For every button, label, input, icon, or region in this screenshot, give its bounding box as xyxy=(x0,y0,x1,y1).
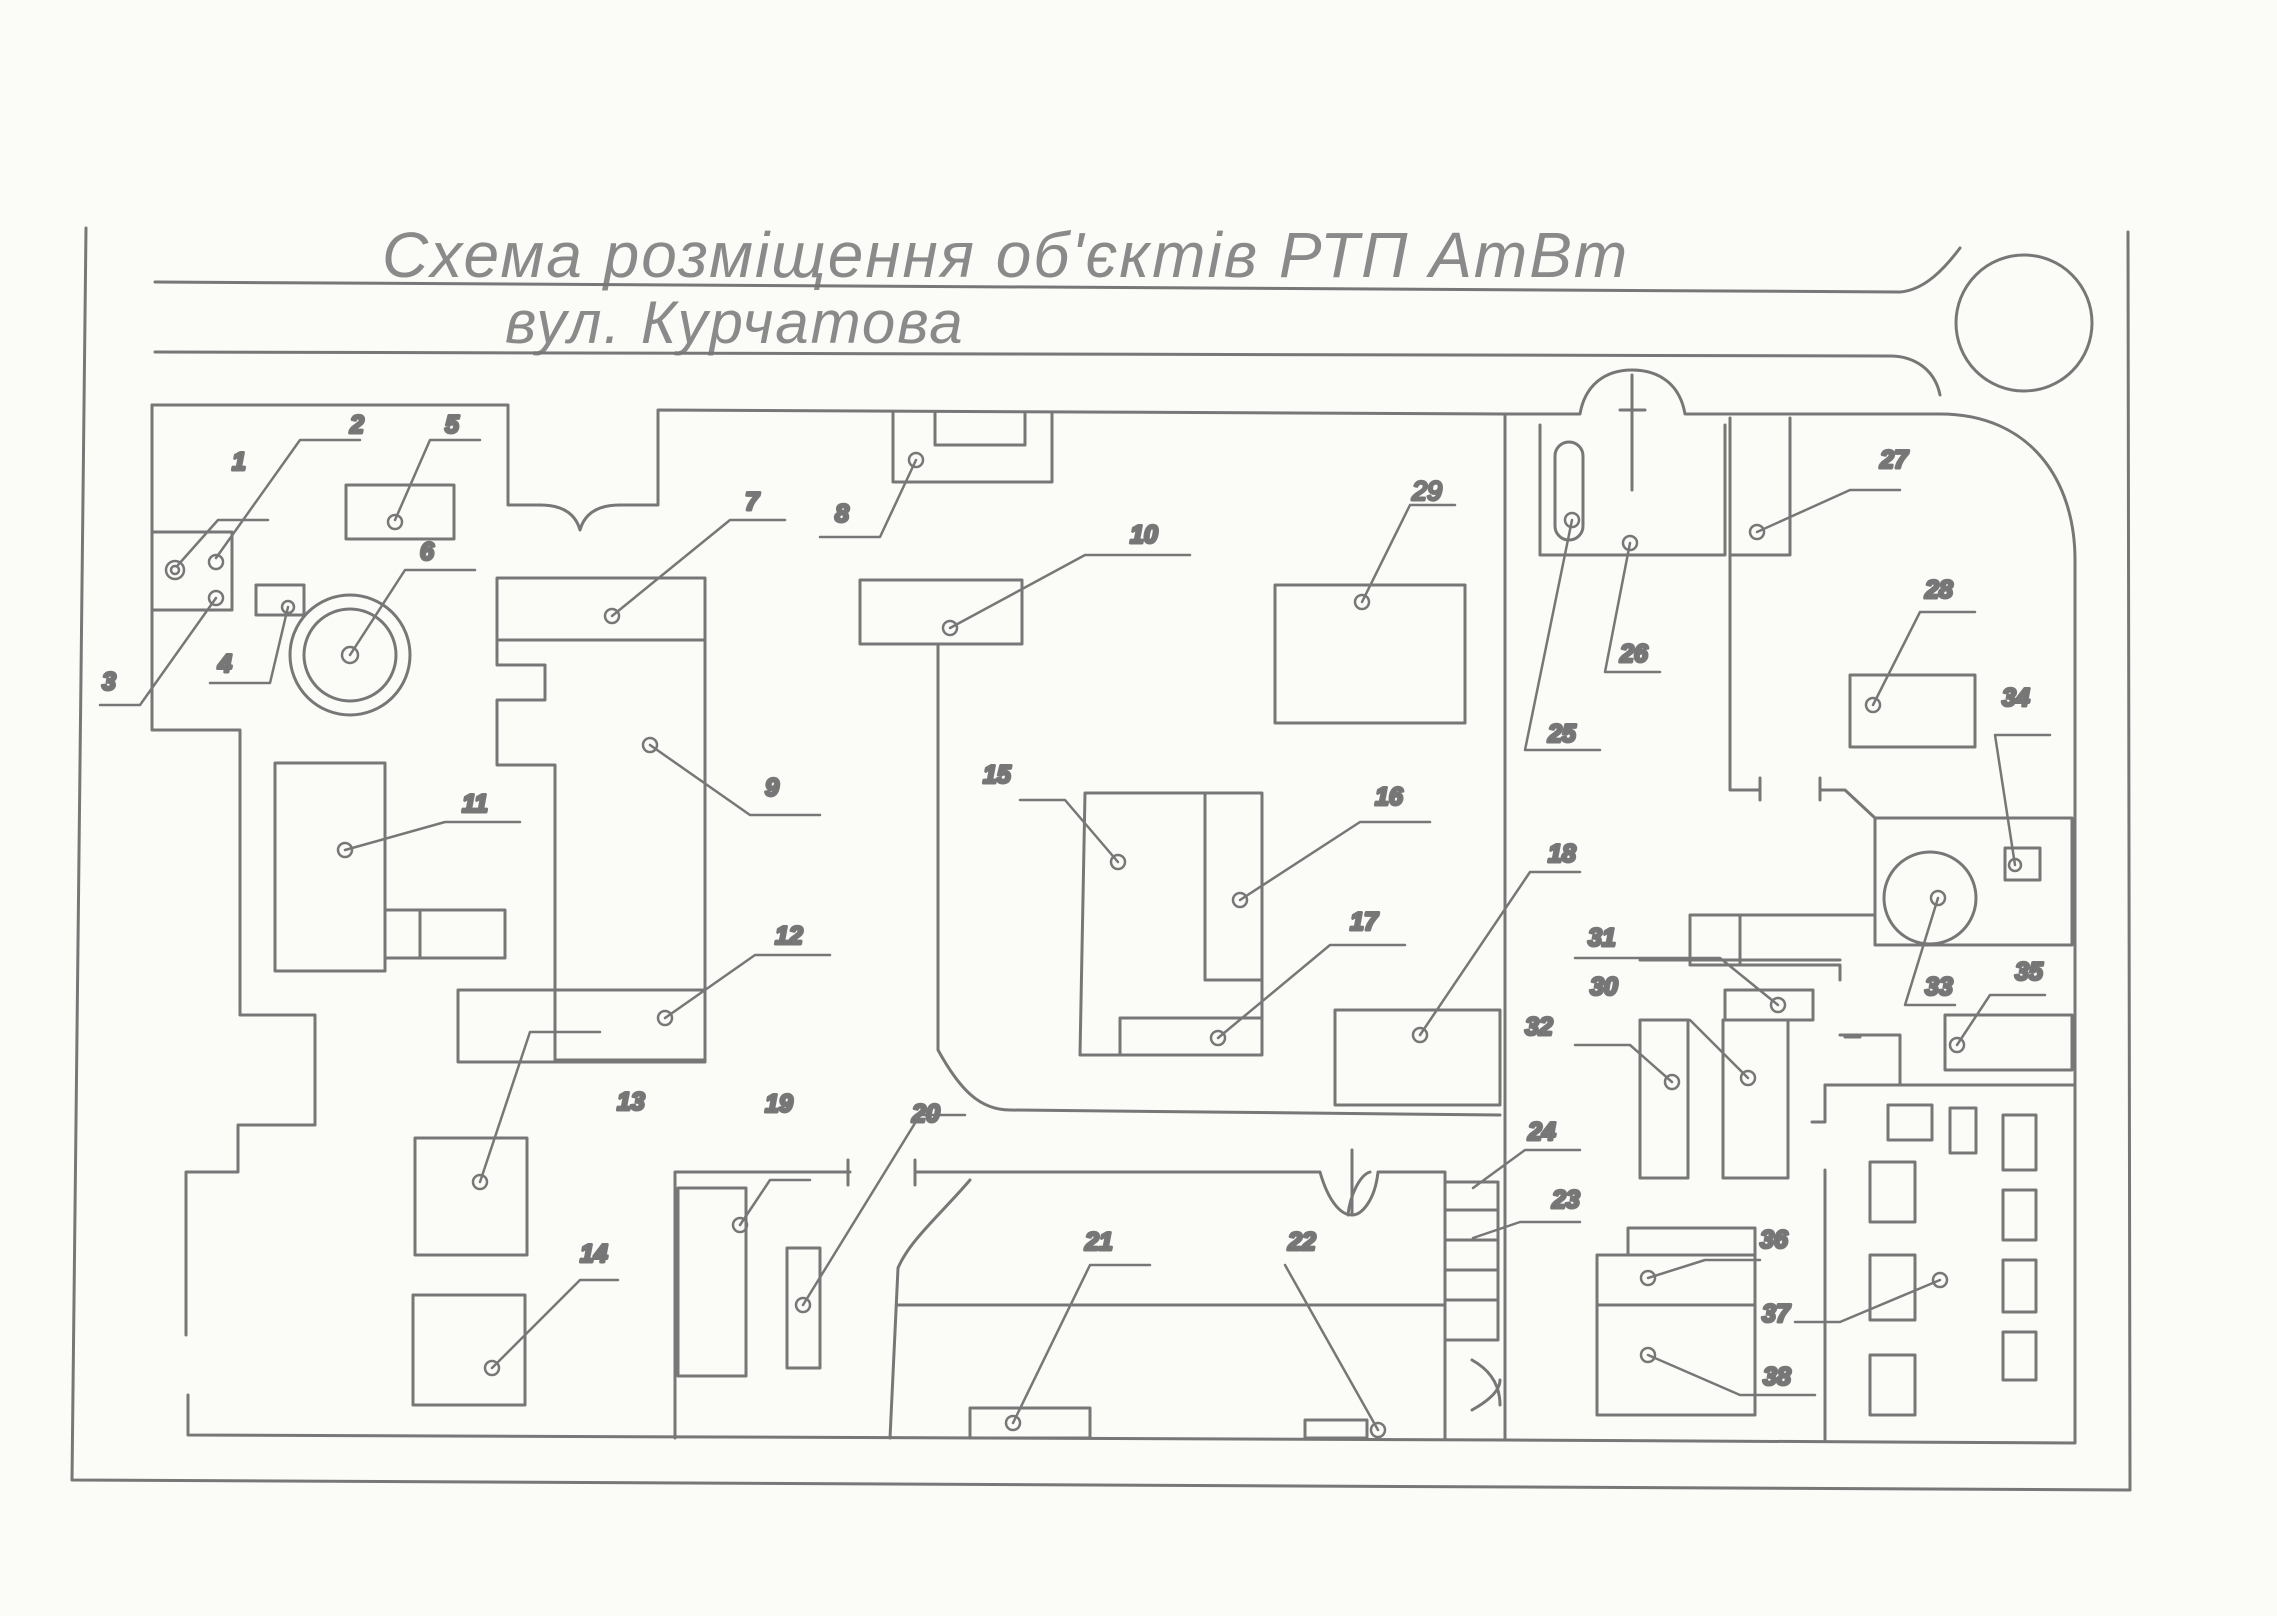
object-labels: 1 2 3 4 5 6 7 8 9 10 11 12 13 14 15 16 1… xyxy=(101,410,2046,1393)
label-33: 33 xyxy=(1925,973,1953,1001)
buildings-right xyxy=(1538,373,2077,1442)
label-4: 4 xyxy=(217,650,232,678)
label-19: 19 xyxy=(765,1090,793,1118)
leader-lines xyxy=(98,438,2052,1439)
label-16: 16 xyxy=(1375,783,1404,811)
label-7: 7 xyxy=(745,488,760,516)
buildings-bottom xyxy=(673,1148,1502,1440)
plan-title-line2: вул. Курчатова xyxy=(505,289,965,356)
label-31: 31 xyxy=(1588,924,1616,952)
label-2: 2 xyxy=(349,411,364,439)
label-29: 29 xyxy=(1411,476,1442,506)
label-25: 25 xyxy=(1547,720,1577,748)
label-32: 32 xyxy=(1525,1013,1553,1041)
label-3: 3 xyxy=(102,668,116,696)
street-kurchatova xyxy=(153,246,2094,397)
label-28: 28 xyxy=(1924,576,1953,604)
label-24: 24 xyxy=(1527,1118,1556,1146)
label-26: 26 xyxy=(1619,640,1649,668)
label-30: 30 xyxy=(1590,973,1618,1001)
plan-title-line1: Схема розміщення об'єктів РТП АтВт xyxy=(382,219,1630,291)
label-37: 37 xyxy=(1762,1300,1791,1328)
roundabout xyxy=(1954,253,2094,393)
site-boundary xyxy=(150,368,2077,1445)
label-22: 22 xyxy=(1287,1228,1316,1256)
label-11: 11 xyxy=(462,790,488,818)
label-18: 18 xyxy=(1548,840,1576,868)
label-13: 13 xyxy=(617,1088,645,1116)
label-8: 8 xyxy=(835,500,849,528)
label-38: 38 xyxy=(1763,1363,1791,1391)
label-36: 36 xyxy=(1760,1226,1789,1254)
buildings-left xyxy=(150,483,707,1407)
label-1: 1 xyxy=(232,448,246,476)
label-15: 15 xyxy=(983,761,1012,789)
label-23: 23 xyxy=(1551,1186,1580,1214)
label-34: 34 xyxy=(2002,684,2030,712)
label-9: 9 xyxy=(765,774,779,802)
label-10: 10 xyxy=(1130,521,1158,549)
outer-frame xyxy=(70,226,2132,1492)
label-12: 12 xyxy=(775,922,803,950)
label-20: 20 xyxy=(911,1100,940,1128)
label-6: 6 xyxy=(420,538,435,566)
label-35: 35 xyxy=(2015,958,2044,986)
label-27: 27 xyxy=(1879,446,1909,474)
label-14: 14 xyxy=(580,1240,608,1268)
label-21: 21 xyxy=(1084,1228,1113,1256)
label-17: 17 xyxy=(1350,908,1379,936)
label-5: 5 xyxy=(445,411,460,439)
